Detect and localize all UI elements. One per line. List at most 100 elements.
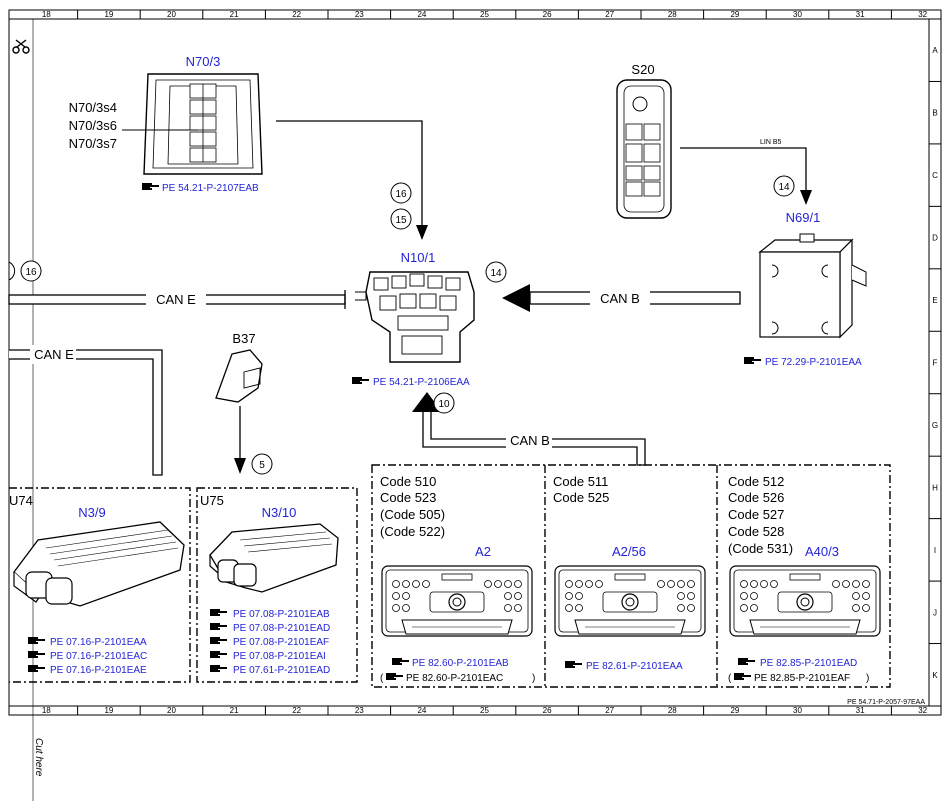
n3-10-code: N3/10 <box>262 505 297 520</box>
svg-text:Code 510: Code 510 <box>380 474 436 489</box>
marker-14-canb: 14 <box>485 261 507 283</box>
svg-text:PE 07.08-P-2101EAI: PE 07.08-P-2101EAI <box>233 651 326 662</box>
column-label: 19 <box>104 10 113 19</box>
column-label: 31 <box>856 706 865 715</box>
n70-3s7-label: N70/3s7 <box>69 136 117 151</box>
column-label: 31 <box>856 10 865 19</box>
svg-text:(: ( <box>380 673 384 684</box>
svg-text:Code 525: Code 525 <box>553 490 609 505</box>
scissors-icon <box>12 39 30 54</box>
row-label: I <box>934 546 936 555</box>
column-label: 30 <box>793 10 802 19</box>
lin-b5-label: LIN B5 <box>760 139 782 146</box>
svg-text:(Code 505): (Code 505) <box>380 507 445 522</box>
column-label: 22 <box>292 10 301 19</box>
column-label: 19 <box>104 706 113 715</box>
n70-3-component: N70/3 N70/3s4 N70/3s6 N70/3s7 PE 54.21-P… <box>69 54 263 194</box>
column-label: 29 <box>730 706 739 715</box>
lin-b5-line: LIN B5 <box>680 139 812 205</box>
n70-3-code: N70/3 <box>186 54 221 69</box>
column-label: 25 <box>480 706 489 715</box>
row-label: B <box>932 109 937 118</box>
svg-text:PE 07.16-P-2101EAA: PE 07.16-P-2101EAA <box>50 637 147 648</box>
svg-text:10: 10 <box>438 399 450 410</box>
svg-text:PE 82.85-P-2101EAD: PE 82.85-P-2101EAD <box>760 658 857 669</box>
svg-text:PE 07.16-P-2101EAC: PE 07.16-P-2101EAC <box>50 651 147 662</box>
document-ref: PE 54.71-P-2057-97EAA <box>847 699 925 706</box>
svg-text:PE 82.85-P-2101EAF: PE 82.85-P-2101EAF <box>754 673 850 684</box>
svg-text:): ) <box>866 673 869 684</box>
can-e-left-label: CAN E <box>34 347 74 362</box>
svg-text:14: 14 <box>778 182 790 193</box>
cut-here-label: Cut here <box>33 738 44 777</box>
column-label: 30 <box>793 706 802 715</box>
svg-text:PE 82.60-P-2101EAB: PE 82.60-P-2101EAB <box>412 658 509 669</box>
marker-15: 15 <box>390 208 412 230</box>
s20-component: S20 <box>616 62 672 219</box>
svg-text:(Code 522): (Code 522) <box>380 524 445 539</box>
can-e-top-label: CAN E <box>156 292 196 307</box>
svg-text:PE 07.08-P-2101EAF: PE 07.08-P-2101EAF <box>233 637 329 648</box>
row-label: G <box>932 421 938 430</box>
svg-text:15: 15 <box>395 215 407 226</box>
n69-1-ref: PE 72.29-P-2101EAA <box>765 357 862 368</box>
svg-text:Code 512: Code 512 <box>728 474 784 489</box>
column-label: 18 <box>42 706 51 715</box>
column-label: 27 <box>605 706 614 715</box>
marker-14-s20: 14 <box>773 175 795 197</box>
column-label: 29 <box>730 10 739 19</box>
a40-3-name: A40/3 <box>805 544 839 559</box>
n10-1-code: N10/1 <box>401 250 436 265</box>
marker-10: 10 <box>433 392 455 414</box>
u75-component: U75 N3/10 PE 07.08-P-2101EAB PE 07.08-P-… <box>200 493 339 676</box>
svg-text:Code 527: Code 527 <box>728 507 784 522</box>
row-label: F <box>933 359 938 368</box>
b37-code: B37 <box>232 331 255 346</box>
column-label: 20 <box>167 10 176 19</box>
a2-56-name: A2/56 <box>612 544 646 559</box>
pointing-hand-icon <box>142 183 159 190</box>
svg-text:): ) <box>532 673 535 684</box>
column-label: 25 <box>480 10 489 19</box>
a2-component: Code 510 Code 523 (Code 505) (Code 522) … <box>380 474 535 684</box>
n69-1-component: N69/1 PE 72.29-P-2101EAA <box>744 210 867 368</box>
marker-16: 16 <box>390 182 412 204</box>
row-label: J <box>933 608 937 617</box>
row-label: E <box>932 296 937 305</box>
can-b-bottom-label: CAN B <box>510 433 550 448</box>
column-label: 28 <box>668 706 677 715</box>
column-label: 21 <box>230 706 239 715</box>
row-label: H <box>932 483 938 492</box>
radio-unit-a2 <box>381 565 533 637</box>
can-b-right-bus: CAN B <box>502 284 741 312</box>
svg-text:PE 82.61-P-2101EAA: PE 82.61-P-2101EAA <box>586 661 683 672</box>
n70-3-ref: PE 54.21-P-2107EAB <box>162 183 259 194</box>
marker-5: 5 <box>251 453 273 475</box>
column-label: 21 <box>230 10 239 19</box>
svg-text:PE 07.61-P-2101EAD: PE 07.61-P-2101EAD <box>233 665 330 676</box>
column-label: 23 <box>355 10 364 19</box>
column-label: 32 <box>918 10 927 19</box>
row-label: D <box>932 234 938 243</box>
column-label: 24 <box>417 706 426 715</box>
svg-text:14: 14 <box>490 268 502 279</box>
column-label: 18 <box>42 10 51 19</box>
svg-text:Code 528: Code 528 <box>728 524 784 539</box>
column-label: 24 <box>417 10 426 19</box>
n69-1-code: N69/1 <box>786 210 821 225</box>
b37-component: B37 <box>215 331 263 474</box>
svg-text:PE 07.08-P-2101EAB: PE 07.08-P-2101EAB <box>233 609 330 620</box>
can-b-right-label: CAN B <box>600 291 640 306</box>
column-label: 26 <box>543 10 552 19</box>
svg-text:16: 16 <box>395 189 407 200</box>
n70-to-n10-line <box>276 120 428 240</box>
svg-text:Code 523: Code 523 <box>380 490 436 505</box>
svg-text:PE 07.08-P-2101EAD: PE 07.08-P-2101EAD <box>233 623 330 634</box>
row-label: A <box>932 46 938 55</box>
u75-code: U75 <box>200 493 224 508</box>
svg-text:PE 82.60-P-2101EAC: PE 82.60-P-2101EAC <box>406 673 503 684</box>
svg-text:Code 526: Code 526 <box>728 490 784 505</box>
svg-text:(: ( <box>728 673 732 684</box>
n10-1-component: N10/1 PE 54.21-P-2106EAA <box>352 250 475 388</box>
row-label: K <box>932 671 938 680</box>
